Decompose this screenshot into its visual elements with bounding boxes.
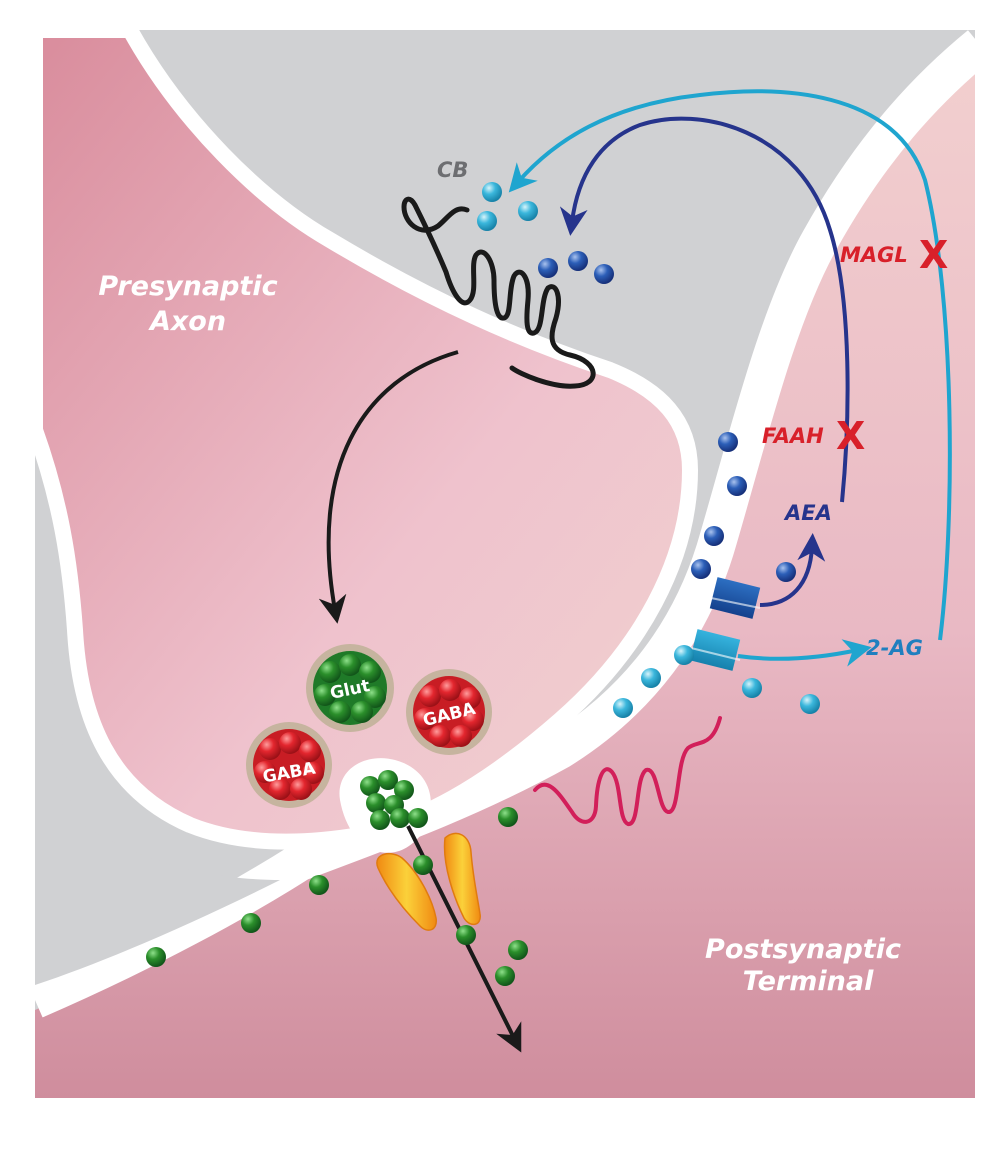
magl-inhibition-mark: X (919, 233, 948, 277)
presynaptic-axon (27, 22, 699, 850)
two-ag-synthesis-channel (689, 629, 741, 671)
cb-signal-arrow (318, 350, 459, 624)
gaba-vesicle-right: GABA (406, 669, 492, 755)
aea-synthesis-channel (709, 577, 761, 619)
glial-region (35, 560, 280, 985)
faah-inhibition-mark: X (836, 414, 865, 458)
postsynaptic-label-line2: Terminal (743, 966, 874, 997)
aea-channel-divider (710, 597, 761, 609)
faah-label: FAAH (762, 424, 824, 448)
two-ag-label: 2-AG (866, 636, 923, 660)
cb-label: CB (437, 158, 468, 182)
presynaptic-label-line1: Presynaptic (98, 271, 277, 302)
two-ag-molecules (477, 182, 820, 718)
glutamate-release-cluster (360, 770, 414, 830)
presynaptic-label-line2: Axon (148, 306, 226, 337)
postsynaptic-receptor (533, 716, 722, 826)
glut-vesicle: Glut (306, 644, 394, 732)
cb1-receptor (401, 196, 596, 389)
gaba-vesicle-left: GABA (246, 722, 332, 808)
ionotropic-receptor-left (376, 852, 437, 931)
two-ag-release-arrow (737, 639, 872, 667)
two-ag-channel-divider (690, 647, 741, 661)
free-glutamate-molecules (146, 807, 528, 986)
ionotropic-receptor-right (443, 832, 481, 926)
magl-label: MAGL (840, 243, 908, 267)
aea-label: AEA (783, 501, 832, 525)
aea-molecules (538, 251, 796, 582)
two-ag-retrograde-arrow (508, 89, 952, 641)
postsynaptic-label-line1: Postsynaptic (705, 934, 901, 965)
aea-release-arrow (759, 533, 826, 607)
aea-retrograde-arrow (559, 116, 850, 503)
postsynaptic-terminal (35, 60, 975, 1098)
